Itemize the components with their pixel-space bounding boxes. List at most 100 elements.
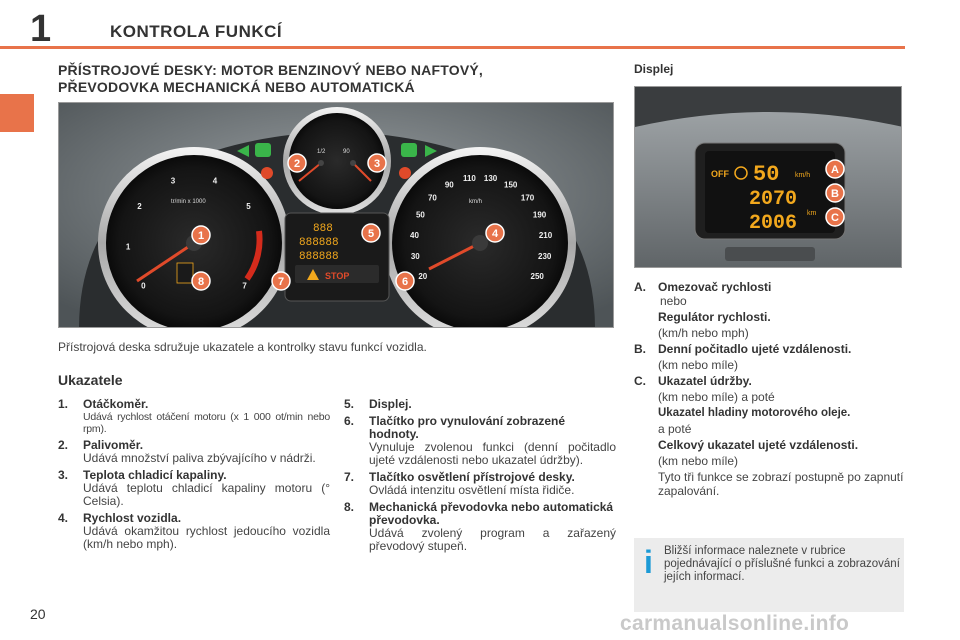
legend-text: (km nebo míle) [658,454,739,468]
fuel-temp-dial: 1/2 90 [283,107,391,215]
tacho-tick-label: 7 [242,281,247,290]
item-title: Tlačítko osvětlení přístrojové desky. [369,470,575,484]
display-svg: OFF 50 km/h 2070 2006 km ABC [635,87,901,267]
callout-marker-label: C [831,212,839,224]
item-description: Vynuluje zvolenou funkci (denní počitadl… [369,440,616,467]
item-description: Udává okamžitou rychlost jedoucího vozid… [83,524,330,551]
legend-title: Ukazatel hladiny motorového oleje. [658,407,851,419]
legend-text: (km/h nebo mph) [658,326,749,340]
callout-marker-label: 3 [374,158,380,170]
list-item: 1. Otáčkoměr. Udává rychlost otáčení mot… [58,397,330,436]
legend-title: Ukazatel údržby. [658,374,752,388]
speedo-tick-label: 50 [416,211,425,220]
tacho-tick-label: 3 [171,176,176,185]
tacho-unit-label: tr/min x 1000 [171,199,206,205]
legend-item-a: A. Omezovač rychlosti nebo Regulátor ryc… [634,280,904,340]
speedo-unit-label: km/h [469,199,482,205]
item-number: 6. [344,414,355,428]
battery-warning-icon [261,167,273,179]
page-number: 20 [30,606,46,622]
callout-marker [191,271,211,291]
warning-triangle-icon [307,269,319,280]
item-title: Displej. [369,397,412,411]
fuel-half-label: 1/2 [317,149,326,155]
gauges-list-right: 5. Displej. 6. Tlačítko pro vynulování z… [344,398,616,557]
speedo-tick-label: 250 [531,272,545,281]
item-description: Udává teplotu chladicí kapaliny motoru (… [83,481,330,508]
callout-marker-label: B [831,188,839,200]
item-number: 1. [58,397,69,411]
tacho-tick-label: 2 [137,202,142,211]
speedo-tick-label: 30 [411,252,420,261]
item-number: 5. [344,397,355,411]
callout-marker-label: 7 [278,276,284,288]
list-item: 7. Tlačítko osvětlení přístrojové desky.… [344,471,616,497]
callout-marker [367,153,387,173]
item-title: Tlačítko pro vynulování zobrazené hodnot… [369,414,566,441]
tacho-tick-label: 1 [126,242,131,251]
lcd-speed: 50 [753,162,779,187]
tacho-tick-label: 5 [246,202,251,211]
item-number: 8. [344,500,355,514]
legend-note: Tyto tři funkce se zobrazí postupně po z… [658,470,904,498]
item-number: 4. [58,511,69,525]
chapter-tab [0,94,34,132]
callout-marker [395,271,415,291]
watermark: carmanualsonline.info [620,612,850,635]
lcd-total-unit: km [807,210,817,217]
speedo-tick-label: 70 [428,193,437,202]
callout-marker [287,153,307,173]
temp-mid-label: 90 [343,149,350,155]
speedo-tick-label: 40 [410,231,419,240]
item-title: Palivoměr. [83,438,144,452]
tacho-tick-label: 0 [141,281,146,290]
gauges-list-left: 1. Otáčkoměr. Udává rychlost otáčení mot… [58,398,330,555]
display-legend: A. Omezovač rychlosti nebo Regulátor ryc… [634,280,904,498]
callout-marker-label: A [831,164,839,176]
info-box: i Bližší informace naleznete v rubrice p… [634,538,904,612]
seatbelt-warning-icon [399,167,411,179]
speedo-tick-label: 110 [463,174,476,183]
legend-letter: C. [634,374,646,388]
lcd-trip: 2070 [749,188,797,211]
callout-marker-label: 4 [492,228,499,240]
callout-marker [271,271,291,291]
callout-marker-label: 5 [368,228,374,240]
legend-title: Regulátor rychlosti. [658,310,771,324]
section-title-line1: PŘÍSTROJOVÉ DESKY: MOTOR BENZINOVÝ NEBO … [58,62,483,78]
gauges-heading: Ukazatele [58,372,123,388]
item-title: Rychlost vozidla. [83,511,182,525]
callout-marker-label: 6 [402,276,408,288]
callout-marker-label: 1 [198,230,204,242]
item-description: Ovládá intenzitu osvětlení místa řidiče. [369,483,575,497]
legend-text: (km nebo míle) [658,358,739,372]
legend-title: Celkový ukazatel ujeté vzdálenosti. [658,438,859,452]
speedo-tick-label: 150 [504,181,518,190]
item-title: Teplota chladicí kapaliny. [83,468,227,482]
lcd-total: 2006 [749,212,797,235]
callout-marker [191,225,211,245]
lcd-bottom: 888888 [299,251,339,263]
item-number: 2. [58,438,69,452]
tacho-tick-label: 4 [213,176,218,185]
legend-item-b: B. Denní počitadlo ujeté vzdálenosti. (k… [634,342,904,372]
display-markers: ABC [825,159,845,227]
list-item: 5. Displej. [344,398,616,411]
item-number: 7. [344,470,355,484]
item-number: 3. [58,468,69,482]
left-indicator-icon [237,145,249,157]
lcd-top: 888 [313,223,333,235]
item-description: Udává množství paliva zbývajícího v nádr… [83,451,316,465]
callout-marker [361,223,381,243]
callout-marker [825,183,845,203]
speedo-tick-label: 210 [539,231,553,240]
chapter-title: KONTROLA FUNKCÍ [110,22,283,41]
speed-limiter-icon [734,166,748,180]
speedo-tick-label: 20 [418,272,427,281]
legend-title: Denní počitadlo ujeté vzdálenosti. [658,342,852,356]
list-item: 2. Palivoměr. Udává množství paliva zbýv… [58,439,330,465]
legend-text: nebo [660,294,687,308]
